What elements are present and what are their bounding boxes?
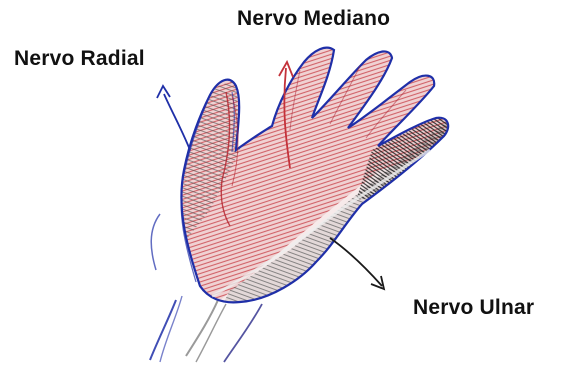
radial-nerve-arrow	[157, 86, 190, 150]
ulnar-nerve-arrow	[330, 238, 384, 289]
label-nervo-radial: Nervo Radial	[14, 47, 145, 71]
label-nervo-mediano: Nervo Mediano	[237, 7, 390, 31]
hand-shape	[150, 40, 470, 310]
label-nervo-ulnar: Nervo Ulnar	[413, 296, 534, 320]
